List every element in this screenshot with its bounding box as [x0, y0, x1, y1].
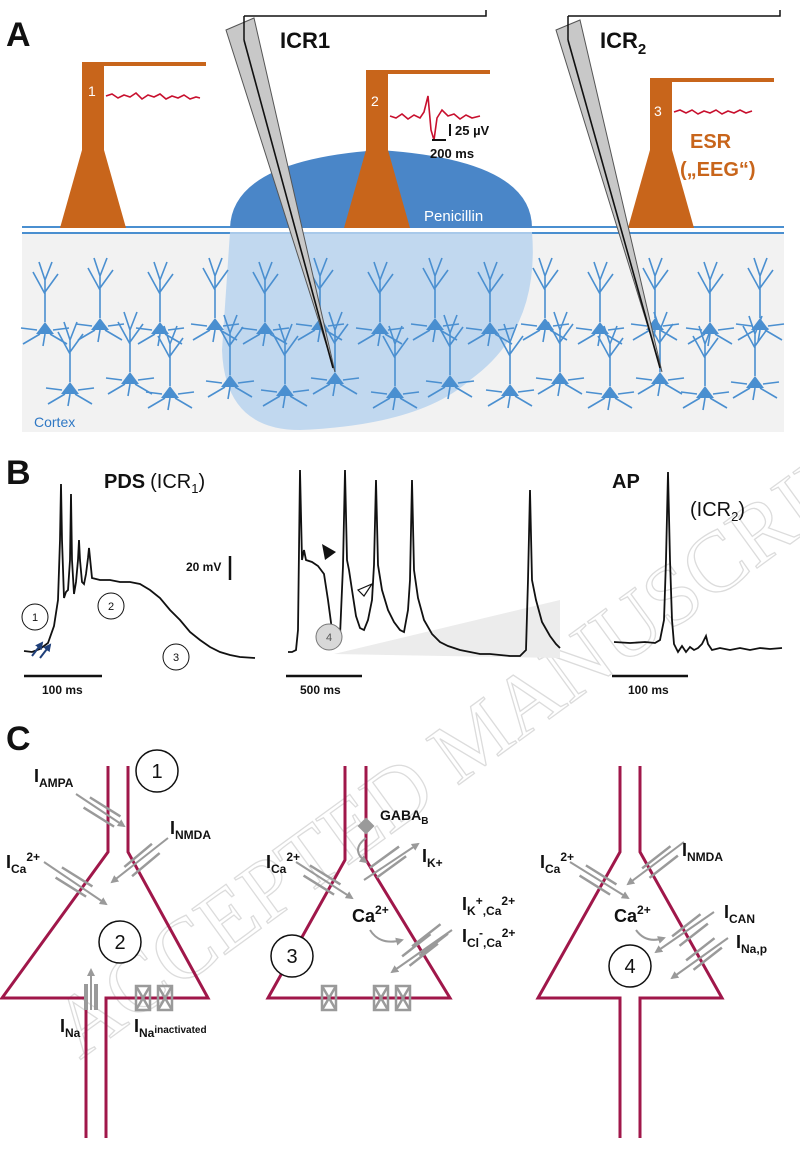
i-ca-label-cell2: ICa2+: [266, 850, 300, 876]
svg-text:4: 4: [326, 632, 332, 644]
surface-electrode-2: [344, 70, 490, 228]
icr2-micropipette: [555, 10, 781, 373]
i-nap-label: INa,p: [736, 932, 767, 956]
electrode-1-number: 1: [88, 83, 96, 99]
gaba-b-label: GABAB: [380, 807, 428, 827]
cell1-circle-2: [98, 920, 142, 964]
phase-circle-4: [315, 623, 343, 651]
electrode-3-number: 3: [654, 103, 662, 119]
surface-electrode-1: [60, 62, 206, 228]
ca-channel-cell3: [569, 861, 630, 900]
i-nmda-label-cell3: INMDA: [682, 840, 723, 864]
pds-title: PDS(ICR1): [104, 471, 205, 496]
penicillin-label: Penicillin: [424, 208, 483, 225]
burst-shaded-region: [334, 600, 560, 658]
ca-ion-label-cell3: Ca2+: [614, 903, 651, 926]
phase-circle-1: [21, 603, 49, 631]
ca-channel-cell2: [295, 861, 354, 900]
svg-text:3: 3: [173, 652, 179, 664]
burst-trace: [288, 469, 561, 657]
watermark: ACCEPTED MANUSCRIPT: [35, 398, 800, 1075]
k-channel: [363, 842, 420, 881]
epsp-arrow-2: [39, 643, 52, 659]
neuron-cell-3: [535, 766, 725, 1138]
scale-100ms-label: 100 ms: [42, 683, 83, 697]
i-nmda-label-cell1: INMDA: [170, 818, 211, 842]
ca-channel-cell1: [43, 861, 108, 906]
eeg-trace-3: [673, 109, 753, 115]
kca-clca-channels: [390, 922, 453, 974]
eeg-trace-2: [389, 95, 481, 141]
panel-a-label: A: [6, 16, 31, 54]
scale-mv-label: 20 mV: [186, 560, 221, 574]
svg-text:2: 2: [114, 932, 125, 954]
ap-icr-label: (ICR2): [690, 499, 745, 524]
i-ca-label-cell3: ICa2+: [540, 850, 574, 876]
scale-time-label: 200 ms: [430, 146, 474, 161]
svg-text:2: 2: [108, 601, 114, 613]
na-channel: [84, 968, 98, 1010]
i-na-inactivated-label: INainactivated: [134, 1016, 207, 1040]
icr2-label: ICR2: [600, 28, 646, 58]
ca-activation-arrow-cell2: [369, 929, 404, 946]
eeg-trace-1: [105, 91, 201, 101]
pds-trace: [23, 483, 256, 659]
eeg-label: („EEG“): [680, 159, 756, 181]
i-ampa-label: IAMPA: [34, 766, 74, 790]
na-inactivated-channels: [134, 984, 174, 1012]
phase-circle-3: [162, 643, 190, 671]
ca-ion-label-cell2: Ca2+: [352, 903, 389, 926]
cortex-label: Cortex: [34, 414, 75, 430]
scale-100ms-ap-label: 100 ms: [628, 683, 669, 697]
svg-text:1: 1: [32, 612, 38, 624]
ap-title: AP: [612, 471, 640, 493]
epsp-arrow-1: [31, 641, 44, 657]
esr-label: ESR: [690, 131, 732, 153]
panel-c-label: C: [6, 720, 31, 758]
neuron-cell-2: [265, 766, 453, 1000]
icr1-micropipette: [225, 10, 487, 373]
panel-b-label: B: [6, 454, 31, 492]
svg-text:3: 3: [286, 946, 297, 968]
i-kca-label: IK+,Ca2+: [462, 894, 515, 918]
svg-text:1: 1: [151, 761, 162, 783]
electrode-2-number: 2: [371, 93, 379, 109]
ap-trace: [613, 471, 783, 654]
i-can-label: ICAN: [724, 902, 755, 926]
nmda-channel-cell3: [626, 841, 685, 886]
nap-channel: [670, 936, 729, 980]
i-na-label: INa: [60, 1016, 81, 1040]
i-ca-label-cell1: ICa2+: [6, 850, 40, 876]
closed-channels-cell2: [320, 984, 412, 1012]
filled-triangle-marker: [322, 544, 336, 560]
ca-activation-arrow-cell3: [635, 929, 666, 944]
gaba-b-receptor: [357, 817, 375, 864]
cell3-circle-4: [608, 944, 652, 988]
scale-500ms-label: 500 ms: [300, 683, 341, 697]
open-triangle-marker: [356, 582, 374, 597]
nmda-channel-cell1: [110, 837, 169, 884]
cell2-circle-3: [270, 934, 314, 978]
surface-electrode-3: [628, 78, 774, 228]
i-k-label: IK+: [422, 846, 443, 870]
scale-voltage-label: 25 µV: [455, 123, 490, 138]
can-channel: [654, 911, 715, 954]
ampa-channel: [75, 793, 126, 828]
svg-text:4: 4: [624, 956, 635, 978]
i-clca-label: ICl-,Ca2+: [462, 926, 515, 950]
cell1-circle-1: [135, 749, 179, 793]
icr1-label: ICR1: [280, 28, 330, 53]
phase-circle-2: [97, 592, 125, 620]
